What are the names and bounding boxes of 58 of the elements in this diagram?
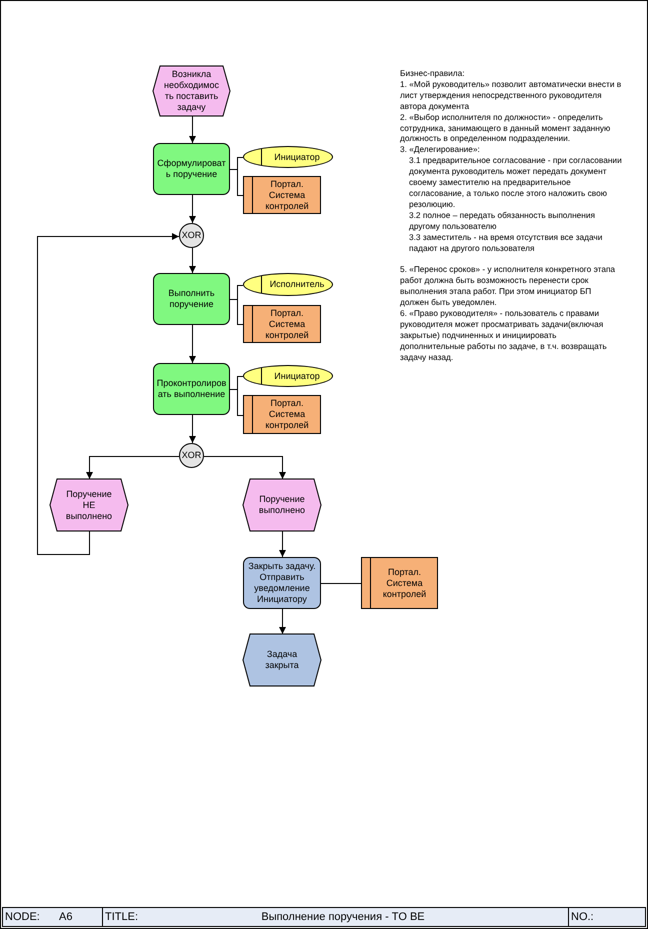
node-label: Инициатор — [274, 370, 320, 382]
arrow — [189, 116, 196, 144]
system-box — [243, 395, 321, 434]
xor-connector — [179, 443, 204, 468]
node-label: Поручение выполнено — [258, 494, 306, 516]
rule-text: 1. «Мой руководитель» позволит автоматически внести в лист утверждения непосредственного руководителя автора документа — [400, 78, 622, 112]
node-label: Инициатор — [274, 152, 320, 162]
connector-line — [230, 299, 244, 325]
node-label: Проконтролировать выполнение — [156, 378, 227, 400]
node-label: Портал. Система контролей — [382, 566, 428, 600]
node-label: Исполнитель — [270, 279, 324, 290]
event-hexagon — [153, 66, 230, 116]
arrow — [279, 530, 286, 558]
system-box — [243, 305, 321, 343]
arrow — [86, 456, 180, 480]
field-label: NODE: — [5, 910, 40, 925]
connector-line — [230, 389, 244, 416]
field-label: TITLE: — [105, 910, 138, 925]
gateway-label: XOR — [182, 450, 202, 461]
event-hexagon — [50, 479, 128, 531]
node-label: Закрыть задачу. Отправить уведомление Инициатору — [247, 561, 317, 605]
rule-text: 3.1 предварительное согласование - при согласовании документа руководитель может передать документ своему заместителю на предварительное согласование, а только после этого наложить свою резолюцию. — [408, 155, 622, 210]
system-box — [243, 176, 321, 214]
function-box — [153, 273, 230, 325]
node-label: Портал. Система контролей — [264, 398, 310, 431]
rule-text: 5. «Перенос сроков» - у исполнителя конкретного этапа работ должна быть возможность перенести срок выполнения этапа работ. При этом инициатор БП должен быть уведомлен. — [400, 264, 616, 308]
connector-line — [230, 169, 244, 196]
arrow — [279, 608, 286, 634]
event-hexagon — [243, 479, 321, 531]
node-label: Портал. Система контролей — [264, 178, 310, 212]
rule-text: 3.2 полное – передать обязанность выполнения другому пользователю — [408, 210, 596, 232]
diagram-title: Выполнение поручения - TO BE — [260, 910, 426, 925]
rules-heading: Бизнес-правила: — [400, 68, 466, 79]
rule-text: 3.3 заместитель - на время отсутствия все задачи падают на другого пользователя — [408, 232, 604, 254]
arrow — [189, 194, 196, 224]
field-label: NO.: — [571, 910, 594, 925]
xor-connector — [179, 223, 204, 248]
rule-text: 3. «Делегирование»: — [400, 144, 481, 156]
node-label: Сформулировать поручение — [156, 158, 227, 180]
node-label: Выполнить поручение — [167, 288, 216, 310]
function-box — [153, 363, 230, 415]
arrow — [189, 248, 196, 274]
gateway-label: XOR — [182, 230, 202, 241]
rule-text: 6. «Право руководителя» - пользователь с правами руководителя может просматривать задачи(включая закрытые) подчиненных и инициировать дополнительные работы по задаче, в т.ч. возвращать задачу назад. — [400, 308, 608, 362]
event-hexagon — [243, 634, 321, 686]
node-number: A6 — [59, 910, 72, 925]
connector-line — [320, 583, 362, 584]
arrow — [189, 324, 196, 364]
function-box — [153, 143, 230, 195]
system-box — [361, 557, 438, 609]
arrow — [37, 233, 180, 555]
node-label: Задача закрыта — [264, 649, 300, 671]
arrow — [189, 414, 196, 444]
node-label: Портал. Система контролей — [264, 308, 310, 340]
rule-text: 2. «Выбор исполнителя по должности» - определить сотрудника, занимающего в данный момент заданную должность в определенном подразделении. — [400, 112, 612, 144]
node-label: Возникла необходимость поставить задачу — [162, 69, 220, 113]
arrow — [204, 456, 286, 480]
node-label: Поручение НЕ выполнено — [64, 488, 114, 522]
